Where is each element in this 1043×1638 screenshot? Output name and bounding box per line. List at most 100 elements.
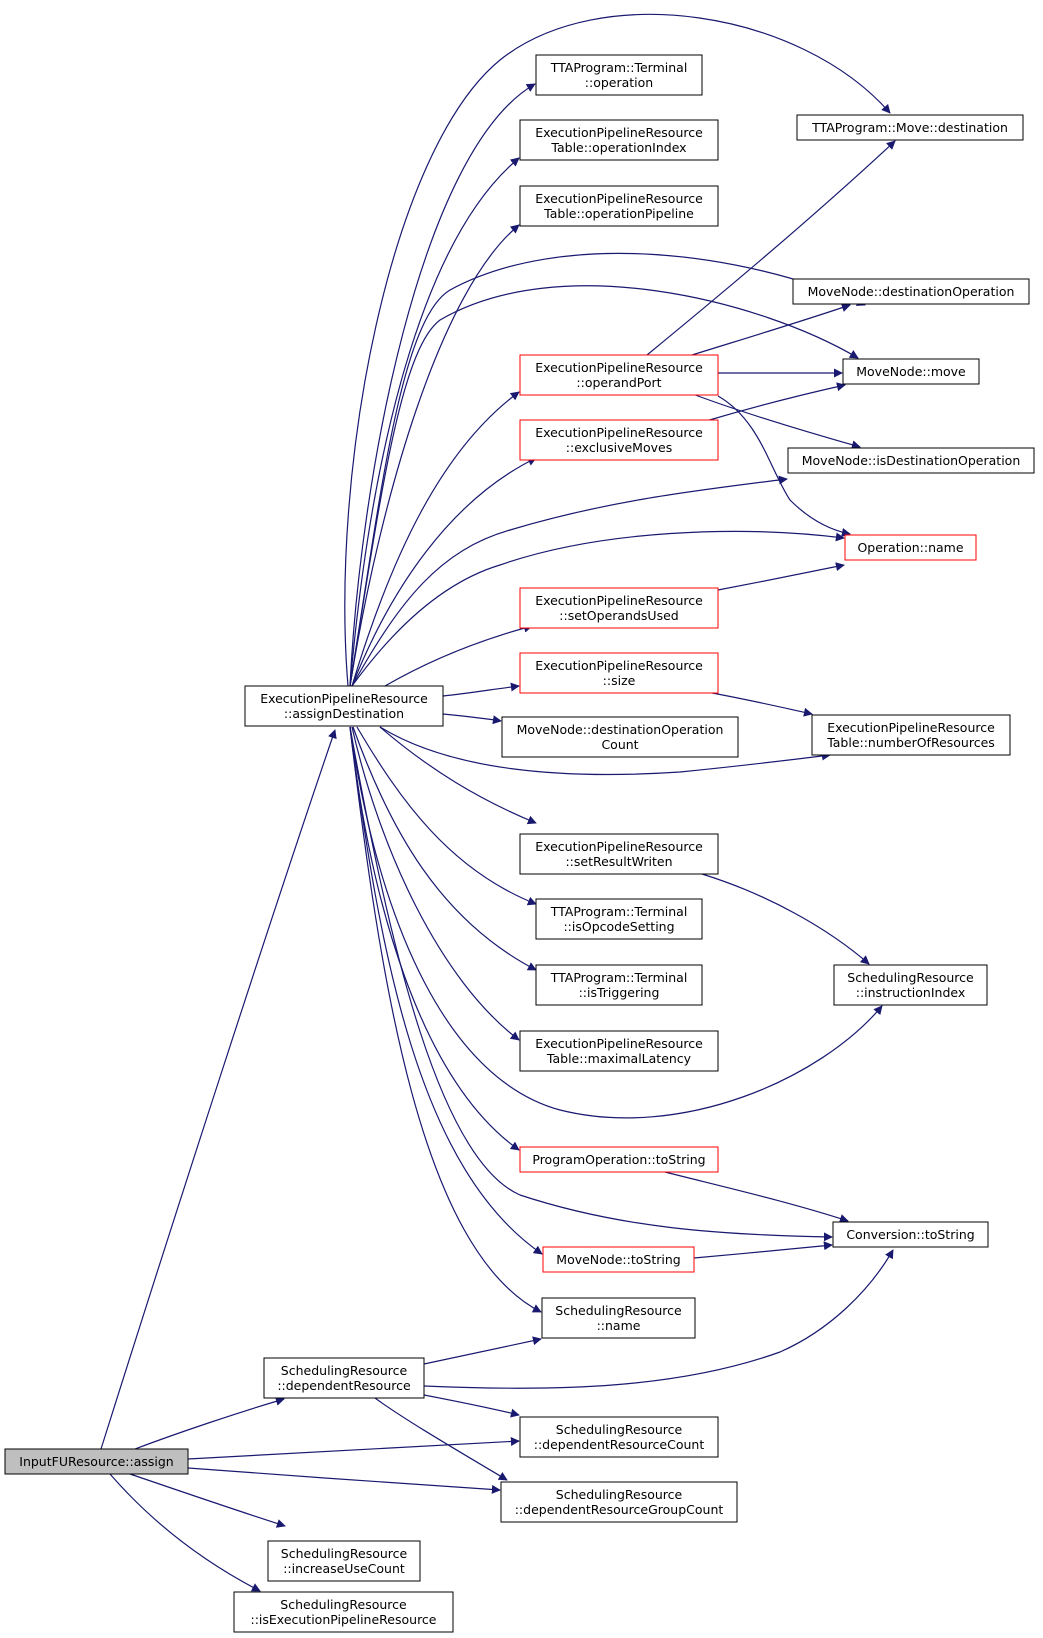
edge-set-operands-used-to-operation-name (717, 562, 845, 591)
node-move-node-move[interactable]: MoveNode::move (842, 358, 980, 385)
node-label: MoveNode::isDestinationOperation (802, 453, 1021, 468)
node-label: TTAProgram::Move::destination (811, 120, 1008, 135)
edge (384, 623, 533, 687)
node-label: ::operation (585, 75, 653, 90)
edge-assign-dest-to-is-dest-operation (351, 475, 788, 687)
edge-assign-dest-to-set-result-writen (379, 726, 537, 825)
node-is-dest-operation[interactable]: MoveNode::isDestinationOperation (787, 447, 1035, 474)
edge-assign-dest-to-move-node-move (349, 285, 859, 687)
edge-operand-port-to-move-dest (646, 140, 896, 356)
node-operand-port[interactable]: ExecutionPipelineResource::operandPort (519, 354, 719, 396)
node-label: SchedulingResource (555, 1303, 682, 1318)
node-label: ::increaseUseCount (283, 1561, 405, 1576)
edge (717, 395, 851, 537)
edge (705, 382, 846, 422)
edge-operand-port-to-is-dest-operation (689, 392, 861, 450)
node-root[interactable]: InputFUResource::assign (4, 1448, 189, 1475)
node-operation-pipeline[interactable]: ExecutionPipelineResourceTable::operatio… (519, 185, 719, 227)
node-operation-name[interactable]: Operation::name (844, 534, 977, 561)
node-sched-res-name[interactable]: SchedulingResource::name (541, 1297, 696, 1339)
edge (356, 726, 537, 906)
node-label: Conversion::toString (846, 1227, 974, 1242)
edge-assign-dest-to-operation-name (351, 530, 845, 687)
node-set-result-writen[interactable]: ExecutionPipelineResource::setResultWrit… (519, 833, 719, 875)
node-size[interactable]: ExecutionPipelineResource::size (519, 652, 719, 694)
node-instruction-index[interactable]: SchedulingResource::instructionIndex (833, 964, 988, 1006)
edge (423, 1394, 520, 1418)
node-box (519, 185, 719, 227)
node-term-operation[interactable]: TTAProgram::Terminal::operation (535, 54, 703, 96)
edge-root-to-dep-res (134, 1396, 285, 1450)
node-label: ::isTriggering (579, 985, 660, 1000)
edge (129, 1473, 286, 1528)
edge (351, 391, 520, 687)
node-label: TTAProgram::Terminal (550, 60, 688, 75)
edge-assign-dest-to-maximal-latency (351, 726, 520, 1041)
edge-assign-dest-to-operand-port (351, 391, 520, 687)
node-label: SchedulingResource (280, 1597, 407, 1612)
node-assign-dest[interactable]: ExecutionPipelineResource::assignDestina… (244, 685, 444, 727)
node-box (519, 419, 719, 461)
node-label: ExecutionPipelineResource (535, 360, 703, 375)
node-dep-res[interactable]: SchedulingResource::dependentResource (263, 1357, 425, 1399)
node-maximal-latency[interactable]: ExecutionPipelineResourceTable::maximalL… (519, 1030, 719, 1072)
edge-assign-dest-to-size (442, 682, 520, 697)
node-label: ExecutionPipelineResource (535, 425, 703, 440)
edge (646, 140, 896, 356)
edge-assign-dest-to-conv-to-string (349, 726, 833, 1242)
node-box (519, 587, 719, 629)
edge (379, 726, 831, 776)
edge-assign-dest-to-instruction-index (349, 726, 883, 1119)
node-box (519, 1030, 719, 1072)
node-dest-operation[interactable]: MoveNode::destinationOperation (792, 278, 1030, 305)
edge (351, 475, 788, 687)
node-dep-res-group-count[interactable]: SchedulingResource::dependentResourceGro… (500, 1481, 738, 1523)
edge (349, 252, 866, 687)
edge-assign-dest-to-exclusive-moves (351, 457, 537, 687)
node-label: MoveNode::destinationOperation (517, 722, 724, 737)
node-label: ::size (603, 673, 636, 688)
node-box (519, 1146, 719, 1173)
node-box (844, 534, 977, 561)
node-dep-res-count[interactable]: SchedulingResource::dependentResourceCou… (519, 1416, 719, 1458)
node-is-exec-pipe[interactable]: SchedulingResource::isExecutionPipelineR… (233, 1591, 454, 1633)
edge-assign-dest-to-term-operation (349, 83, 536, 687)
node-box (4, 1448, 189, 1475)
node-set-operands-used[interactable]: ExecutionPipelineResource::setOperandsUs… (519, 587, 719, 629)
node-box (833, 964, 988, 1006)
node-is-opcode-setting[interactable]: TTAProgram::Terminal::isOpcodeSetting (535, 898, 703, 940)
edge (374, 1397, 508, 1481)
edge (717, 562, 845, 591)
node-move-node-to-string[interactable]: MoveNode::toString (542, 1246, 695, 1273)
node-exclusive-moves[interactable]: ExecutionPipelineResource::exclusiveMove… (519, 419, 719, 461)
node-number-of-resources[interactable]: ExecutionPipelineResourceTable::numberOf… (811, 714, 1011, 756)
node-label: ::isExecutionPipelineResource (251, 1612, 437, 1627)
edge (423, 1249, 894, 1389)
edge-root-to-dep-res-count (187, 1436, 520, 1460)
node-is-triggering[interactable]: TTAProgram::Terminal::isTriggering (535, 964, 703, 1006)
node-label: InputFUResource::assign (19, 1454, 173, 1469)
node-operation-index[interactable]: ExecutionPipelineResourceTable::operatio… (519, 119, 719, 161)
node-inc-use-count[interactable]: SchedulingResource::increaseUseCount (267, 1540, 421, 1582)
node-move-dest[interactable]: TTAProgram::Move::destination (796, 114, 1024, 141)
edge-assign-dest-to-prog-op-to-string (349, 726, 520, 1151)
edge (351, 530, 845, 687)
node-box (842, 358, 980, 385)
edge-assign-dest-to-set-operands-used (384, 623, 533, 687)
edge-dep-res-to-conv-to-string (423, 1249, 894, 1389)
node-label: SchedulingResource (556, 1422, 683, 1437)
node-conv-to-string[interactable]: Conversion::toString (832, 1221, 989, 1248)
node-box (796, 114, 1024, 141)
edge-assign-dest-to-move-node-to-string (349, 726, 543, 1255)
node-prog-op-to-string[interactable]: ProgramOperation::toString (519, 1146, 719, 1173)
edge-root-to-dep-res-group-count (187, 1467, 501, 1494)
edge-assign-dest-to-is-triggering (352, 726, 537, 971)
edge-set-result-writen-to-instruction-index (701, 873, 870, 965)
edge (442, 682, 520, 697)
node-box (811, 714, 1011, 756)
node-box (535, 898, 703, 940)
edge-assign-dest-to-is-opcode-setting (356, 726, 537, 906)
node-box (500, 1481, 738, 1523)
